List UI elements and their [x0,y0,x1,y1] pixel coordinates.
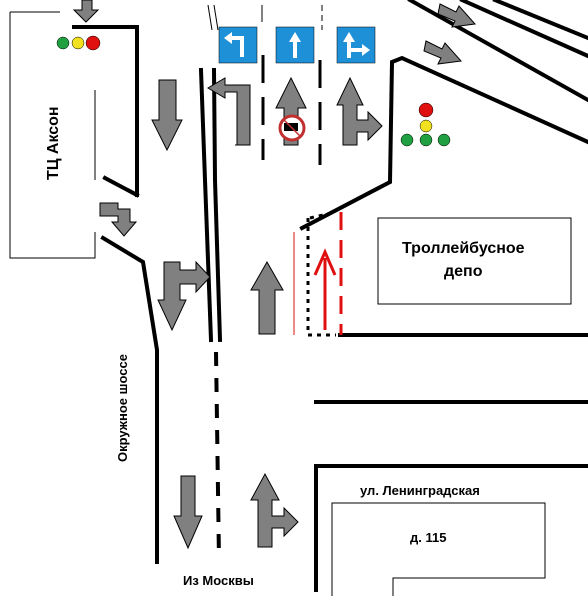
arrow-left-turn-icon [207,77,251,146]
mall-building [9,11,96,259]
straight-sign-icon [275,26,315,64]
tram-arrow-icon [313,248,337,330]
street-label: ул. Ленинградская [360,483,480,498]
arrow-turn-small-icon [99,202,138,237]
arrow-down-icon [151,79,183,152]
arrow-up-right-icon [336,76,383,146]
arrow-diagonal-1-icon [437,3,477,28]
road-edges [72,0,588,592]
depot-label-line1: Троллейбусное [402,240,525,257]
ring-road-label: Окружное шоссе [115,354,130,462]
house-building [331,502,546,596]
arrow-diagonal-2-icon [423,40,463,65]
turn-left-sign-icon [218,26,258,64]
lane-dashes [207,4,337,561]
mall-label: ТЦ Аксон [45,106,62,180]
depot-label-line2: депо [444,263,483,280]
tram-lane [293,212,343,335]
straight-or-right-sign-icon [336,26,376,64]
arrow-down-bottom-icon [173,475,203,550]
arrow-up-icon [275,76,307,146]
traffic-light-icon [56,35,101,51]
arrow-down-right-icon [157,260,211,332]
no-trucks-sign-icon [278,114,306,142]
from-moscow-label: Из Москвы [183,573,254,588]
arrow-down-small-icon [72,0,100,23]
arrow-up-depot-icon [250,260,284,335]
arrow-up-right-bottom-icon [250,472,299,548]
depot-building [377,217,572,305]
lane-arrows [72,0,477,550]
house-label: д. 115 [410,530,446,545]
traffic-light-icon [400,102,451,147]
